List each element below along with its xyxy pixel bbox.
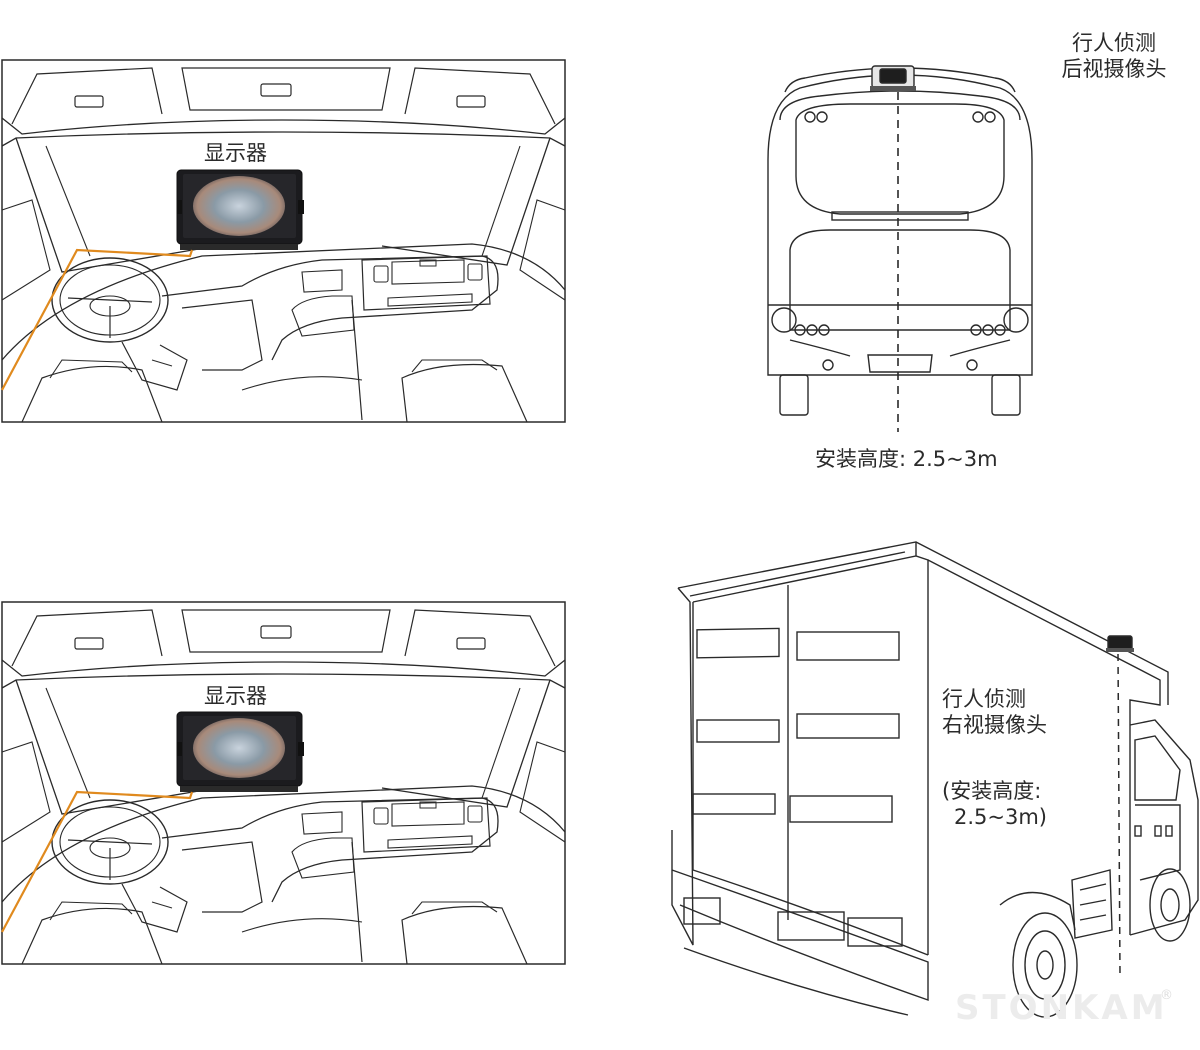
truck-camera-label: 行人侦测 右视摄像头 (942, 686, 1047, 738)
registered-mark: ® (1160, 988, 1173, 1003)
watermark-logo: STONKAM (955, 988, 1168, 1028)
truck-side-illustration (671, 541, 1199, 1018)
truck-install-height-line2: 2.5~3m) (954, 805, 1048, 829)
bus-camera-label-line1: 行人侦测 (1072, 31, 1156, 55)
cab-panel-bottom (0, 600, 567, 966)
monitor-label-top: 显示器 (204, 141, 267, 165)
truck-camera-label-line1: 行人侦测 (942, 687, 1026, 711)
bus-install-height: 安装高度: 2.5~3m (815, 447, 998, 471)
truck-install-height: (安装高度: 2.5~3m) (942, 778, 1047, 830)
truck-install-height-line1: (安装高度: (942, 779, 1042, 803)
bus-camera-label-line2: 后视摄像头 (1061, 57, 1167, 81)
cab-panel-top (0, 58, 567, 424)
bus-rear-illustration (767, 65, 1033, 432)
bus-camera-label: 行人侦测 后视摄像头 (1050, 30, 1178, 82)
monitor-label-bottom: 显示器 (204, 684, 267, 708)
truck-camera-label-line2: 右视摄像头 (942, 713, 1047, 737)
